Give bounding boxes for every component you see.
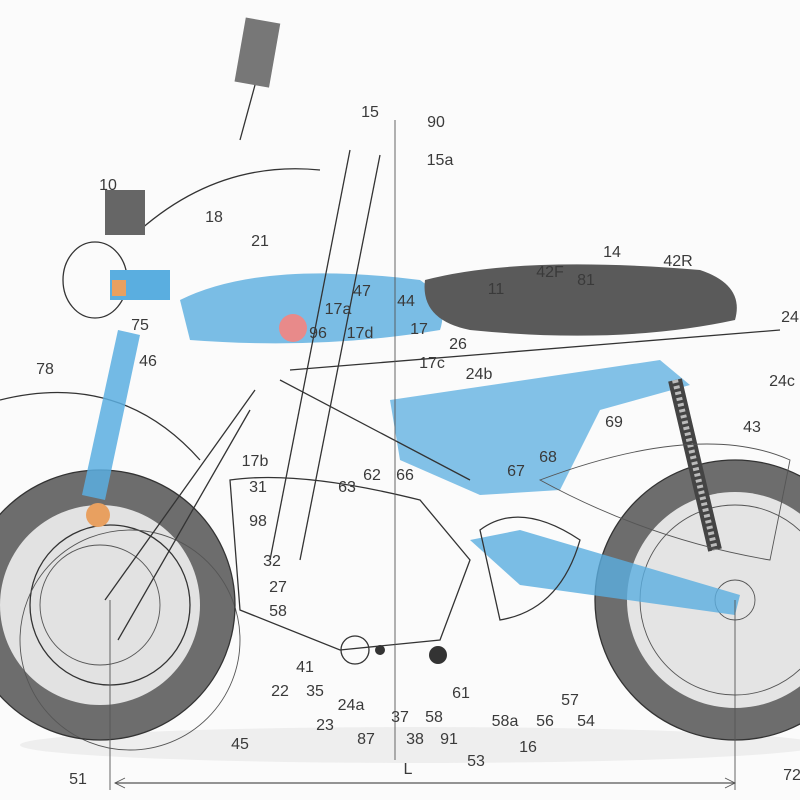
ref-label: 63 bbox=[338, 479, 356, 496]
ref-label: 62 bbox=[363, 467, 381, 484]
ref-label: 98 bbox=[249, 513, 267, 530]
switch-housing bbox=[105, 190, 145, 235]
ref-label: 17b bbox=[242, 453, 269, 470]
ref-label: 90 bbox=[427, 114, 445, 131]
ref-label: 75 bbox=[131, 317, 149, 334]
ref-label: 69 bbox=[605, 414, 623, 431]
ref-label: 24a bbox=[338, 697, 365, 714]
ref-label: 58 bbox=[269, 603, 287, 620]
handlebar bbox=[139, 168, 321, 231]
ref-label: 38 bbox=[406, 731, 424, 748]
ref-label: 61 bbox=[452, 685, 470, 702]
ref-label: 18 bbox=[205, 209, 223, 226]
ref-label: 46 bbox=[139, 353, 157, 370]
tank-emblem bbox=[279, 314, 307, 342]
ref-label: 47 bbox=[353, 283, 371, 300]
seat bbox=[424, 264, 737, 336]
mirror bbox=[234, 17, 281, 88]
ref-label: 45 bbox=[231, 736, 249, 753]
ref-label: 51 bbox=[69, 771, 87, 788]
ref-label: 66 bbox=[396, 467, 414, 484]
engine bbox=[229, 476, 471, 665]
ref-label: 17d bbox=[347, 325, 374, 342]
ref-label: 23 bbox=[316, 717, 334, 734]
ref-label: 26 bbox=[449, 336, 467, 353]
ref-label: 42R bbox=[663, 253, 692, 270]
front-wheel bbox=[0, 469, 241, 751]
ref-label: 32 bbox=[263, 553, 281, 570]
ref-label: 17c bbox=[419, 355, 445, 372]
ref-label: 72 bbox=[783, 767, 800, 784]
ref-label: 14 bbox=[603, 244, 621, 261]
ref-label: 43 bbox=[743, 419, 761, 436]
ref-label: 67 bbox=[507, 463, 525, 480]
ref-label: 58 bbox=[425, 709, 443, 726]
ref-label: 81 bbox=[577, 272, 595, 289]
ref-label: 58a bbox=[492, 713, 519, 730]
ref-label: 87 bbox=[357, 731, 375, 748]
reference-labels: 15 90 15a 10 18 21 14 42F 81 42R 11 47 4… bbox=[36, 104, 800, 788]
ref-label: 57 bbox=[561, 692, 579, 709]
ref-label: 78 bbox=[36, 361, 54, 378]
ref-label: 35 bbox=[306, 683, 324, 700]
ref-label: 44 bbox=[397, 293, 415, 310]
ref-label: 42F bbox=[536, 264, 564, 281]
fuel-tank bbox=[180, 273, 443, 344]
ref-label: 24c bbox=[769, 373, 795, 390]
fork-reflector bbox=[86, 503, 110, 527]
ref-label: 17a bbox=[325, 301, 352, 318]
ref-label: 22 bbox=[271, 683, 289, 700]
rear-shock bbox=[668, 378, 722, 552]
frame-lines bbox=[104, 120, 791, 790]
dimension-L bbox=[113, 777, 737, 789]
ref-label: 11 bbox=[488, 281, 505, 298]
ground-shadow bbox=[20, 727, 800, 763]
front-fork bbox=[82, 330, 140, 500]
ref-label: 53 bbox=[467, 753, 485, 770]
ref-label: 91 bbox=[440, 731, 458, 748]
headlight bbox=[62, 241, 170, 319]
ref-label: 27 bbox=[269, 579, 287, 596]
ref-label: 54 bbox=[577, 713, 595, 730]
ref-label: 41 bbox=[296, 659, 314, 676]
ref-label: 15 bbox=[361, 104, 379, 121]
ref-label: 31 bbox=[249, 479, 267, 496]
ref-label: 68 bbox=[539, 449, 557, 466]
dimension-label: L bbox=[404, 761, 413, 778]
swing-arm bbox=[470, 530, 740, 615]
ref-label: 17 bbox=[410, 321, 428, 338]
ref-label: 21 bbox=[251, 233, 269, 250]
ref-label: 24 bbox=[781, 309, 799, 326]
ref-label: 37 bbox=[391, 709, 409, 726]
side-cover bbox=[390, 360, 690, 495]
ref-label: 10 bbox=[99, 177, 117, 194]
ref-label: 96 bbox=[309, 325, 327, 342]
ref-label: 24b bbox=[466, 366, 493, 383]
ref-label: 56 bbox=[536, 713, 554, 730]
ref-label: 15a bbox=[427, 152, 454, 169]
ref-label: 16 bbox=[519, 739, 537, 756]
